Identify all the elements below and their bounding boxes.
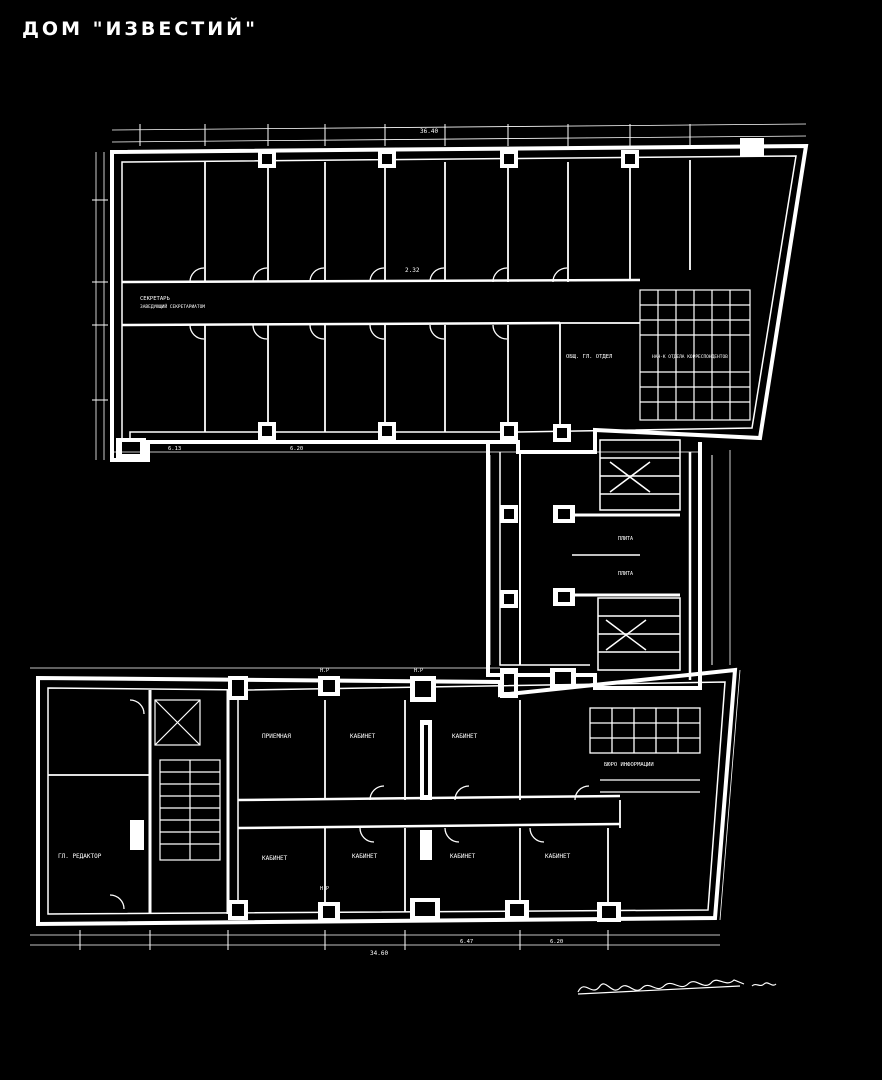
south-wing-inner-wall <box>47 681 726 915</box>
south-wing <box>36 667 738 927</box>
dimension-d1: 6.47 <box>460 939 473 945</box>
dimension-d2: 6.20 <box>550 939 563 945</box>
room-label-plita-2: ПЛИТА <box>618 571 633 577</box>
room-label-kabinet-6: КАБИНЕТ <box>545 853 571 860</box>
room-label-nr-1: Н.Р <box>320 668 329 674</box>
north-door-swings <box>189 267 568 340</box>
drawing-title: ДОМ "ИЗВЕСТИЙ" <box>22 18 258 40</box>
dimension-top-total: 36.40 <box>420 128 438 135</box>
central-column-voids <box>504 509 571 692</box>
south-partitions <box>48 700 621 912</box>
north-column-voids <box>122 154 635 454</box>
north-corridor-wall-top <box>121 278 641 284</box>
south-door-swings <box>109 699 590 910</box>
room-labels: СЕКРЕТАРЬ ЗАВЕДУЮЩИЙ СЕКРЕТАРИАТОМ ОБЩ. … <box>58 296 728 892</box>
north-partitions-lower <box>204 322 640 432</box>
room-label-plita-1: ПЛИТА <box>618 536 633 542</box>
south-corridor-wall-bottom <box>237 822 621 830</box>
room-label-nr-2: Н.Р <box>414 668 423 674</box>
room-label-kabinet-3: КАБИНЕТ <box>262 855 288 862</box>
dimension-bottom-total: 34.60 <box>370 950 388 957</box>
room-label-buro: БЮРО ИНФОРМАЦИИ <box>604 762 654 768</box>
room-label-priemnaya: ПРИЕМНАЯ <box>262 733 291 740</box>
dimension-labels: 36.40 2.32 6.13 6.20 34.60 6.47 6.20 <box>168 128 563 957</box>
room-label-kabinet-1: КАБИНЕТ <box>350 733 376 740</box>
north-corridor-wall-bottom <box>121 321 561 327</box>
room-label-nr-3: Н.Р <box>320 886 329 892</box>
dimension-h2: 6.20 <box>290 446 303 452</box>
central-block <box>486 439 713 690</box>
bureau-grid <box>589 707 701 793</box>
architect-signature <box>577 979 777 995</box>
south-staircase <box>154 699 221 861</box>
north-wing-outer-wall <box>110 143 809 462</box>
room-label-nach-otdela: НАЧ-К ОТДЕЛА КОРРЕСПОНДЕНТОВ <box>652 354 728 360</box>
room-label-zav-sekretar: ЗАВЕДУЮЩИЙ СЕКРЕТАРИАТОМ <box>140 303 205 310</box>
central-inner-wall <box>499 452 590 666</box>
north-columns <box>116 138 764 460</box>
south-column-voids <box>232 680 616 918</box>
dimension-ticks <box>79 124 691 950</box>
room-label-sekretar: СЕКРЕТАРЬ <box>140 296 170 302</box>
room-label-ogl: ОБЩ. ГЛ. ОТДЕЛ <box>566 354 612 360</box>
central-outer-wall <box>486 442 702 690</box>
room-label-kabinet-2: КАБИНЕТ <box>452 733 478 740</box>
north-wing <box>110 143 809 462</box>
dimension-corridor: 2.32 <box>405 267 420 274</box>
north-east-staircase <box>639 289 751 421</box>
central-stair-units <box>572 439 681 671</box>
dimension-h1: 6.13 <box>168 446 181 452</box>
north-partitions-upper <box>204 160 691 282</box>
room-label-kabinet-4: КАБИНЕТ <box>352 853 378 860</box>
room-label-redaktor: ГЛ. РЕДАКТОР <box>58 853 102 860</box>
south-wing-outer-wall <box>36 667 738 927</box>
room-label-kabinet-5: КАБИНЕТ <box>450 853 476 860</box>
north-wing-inner-wall <box>121 155 797 453</box>
